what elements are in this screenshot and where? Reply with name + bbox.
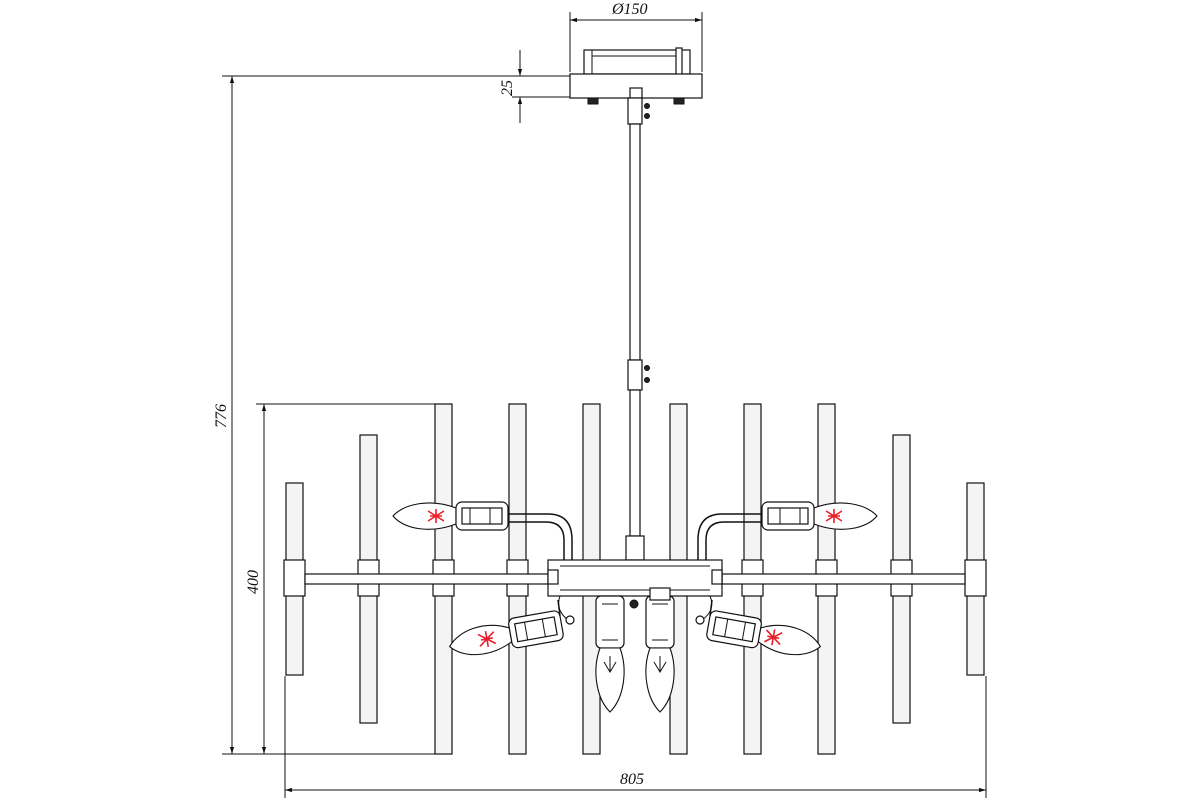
crystal-rod [283, 482, 306, 676]
central-hub [547, 559, 723, 625]
dimension-body-height: 400 [245, 403, 436, 754]
lamp-lower-left [448, 610, 564, 656]
lamp-down-left [595, 595, 625, 713]
filament-icon [477, 630, 497, 647]
canopy-height-label: 25 [499, 80, 516, 96]
filament-icon [763, 629, 783, 646]
dimension-total-height: 776 [213, 75, 572, 755]
upper-arm-left [508, 513, 573, 560]
canopy-diameter-label: Ø150 [611, 1, 648, 18]
hub-connector [649, 587, 671, 601]
down-rod [625, 97, 650, 561]
filament-icon [825, 509, 843, 523]
total-width-label: 805 [620, 771, 644, 788]
lamp-lower-right [706, 610, 822, 656]
dimension-canopy-height: 25 [499, 50, 572, 123]
upper-arm-right [697, 513, 762, 560]
lamp-upper-left [392, 501, 509, 531]
dimension-total-width: 805 [284, 676, 987, 798]
ceiling-canopy [569, 47, 703, 105]
lamp-down-right [645, 595, 675, 713]
lower-arm-right [709, 599, 713, 617]
lower-arm-left [557, 599, 561, 617]
body-height-label: 400 [245, 570, 262, 594]
lamp-upper-right [761, 501, 878, 531]
crystal-rod [964, 482, 987, 676]
total-height-label: 776 [213, 404, 230, 428]
filament-icon [427, 509, 445, 523]
dimension-canopy-diameter: Ø150 [569, 1, 703, 72]
